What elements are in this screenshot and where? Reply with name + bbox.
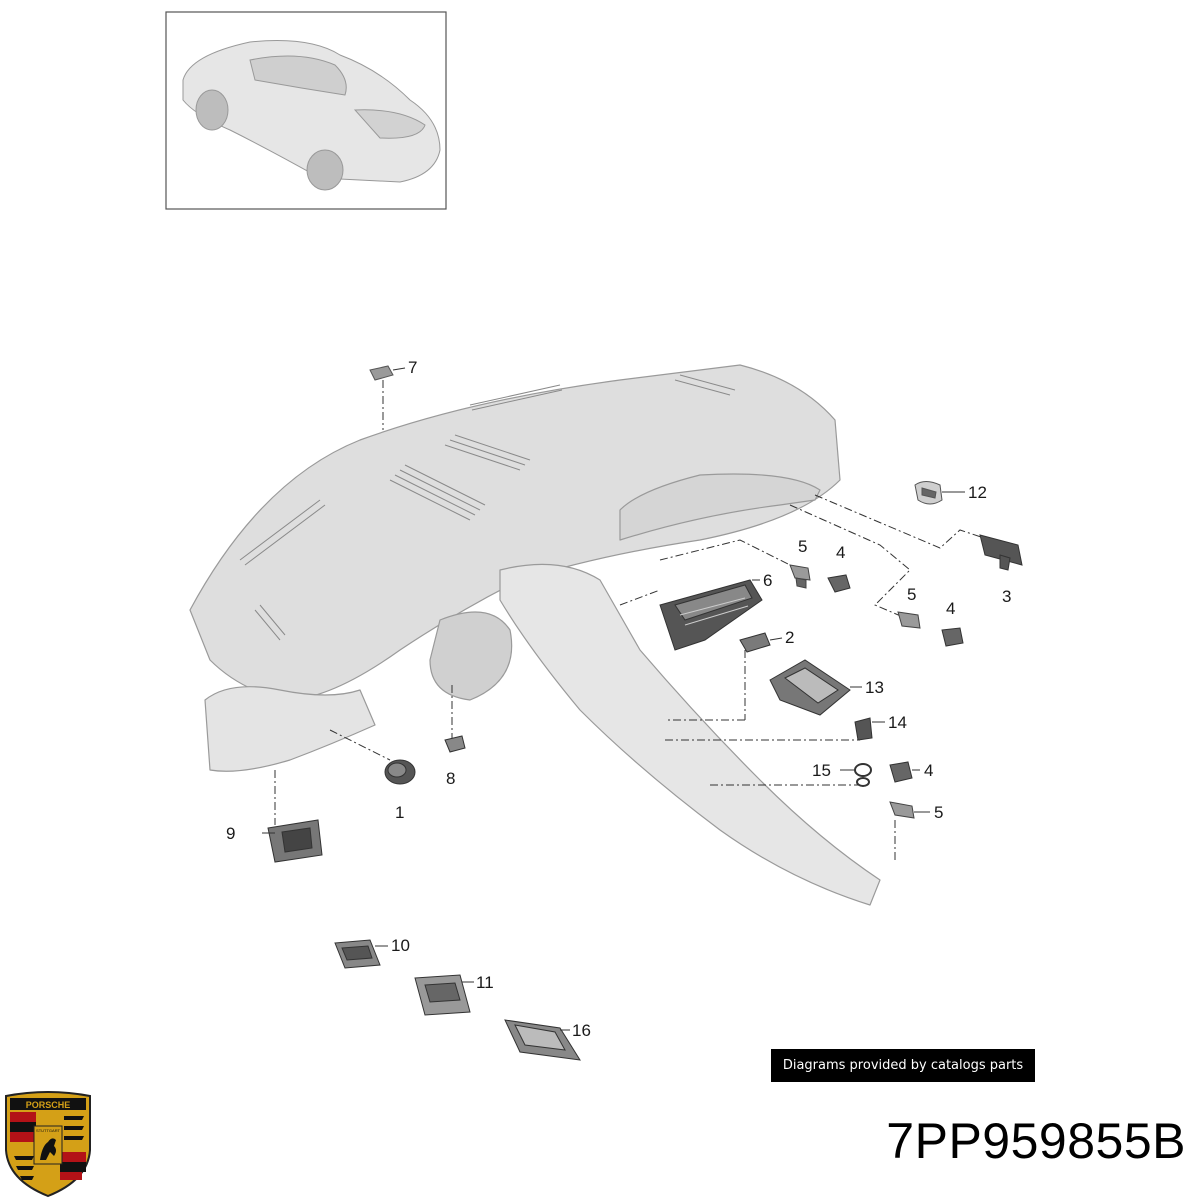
callout-8: 8 [446, 769, 455, 788]
callout-4-lower: 4 [924, 761, 933, 780]
callout-4-middle: 4 [946, 599, 955, 618]
antler-shapes [14, 1116, 84, 1180]
callout-labels: 7 12 5 4 6 3 5 4 2 13 14 15 4 5 1 8 9 10… [226, 358, 1011, 1040]
part-5-lower [889, 801, 915, 819]
part-10 [334, 939, 381, 969]
callout-6: 6 [763, 571, 772, 590]
part-6-climate-control [659, 579, 763, 651]
callout-16: 16 [572, 1021, 591, 1040]
part-1-light-switch [384, 759, 416, 785]
part-4-middle [941, 627, 964, 647]
callout-2: 2 [785, 628, 794, 647]
callout-10: 10 [391, 936, 410, 955]
callout-3: 3 [1002, 587, 1011, 606]
instrument-panel [189, 364, 881, 906]
part-8 [444, 735, 466, 753]
part-5-middle [897, 611, 921, 629]
callout-5-lower: 5 [934, 803, 943, 822]
reference-car-thumbnail [165, 11, 447, 210]
part-5-upper [789, 564, 811, 589]
part-3 [979, 534, 1023, 571]
callout-ticks [262, 367, 965, 1031]
part-15 [854, 763, 872, 787]
vent-grilles [239, 374, 736, 641]
part-16 [504, 1019, 581, 1061]
part-4-upper [827, 574, 851, 593]
leader-lines [274, 380, 991, 860]
porsche-crest-icon: PORSCHE STUTTGART [5, 1091, 91, 1198]
callout-11: 11 [476, 973, 494, 992]
part-13-switch-panel [769, 659, 851, 716]
logo-city: STUTTGART [36, 1128, 60, 1133]
red-black-stripes [10, 1112, 86, 1180]
callout-9: 9 [226, 824, 235, 843]
part-2 [739, 632, 771, 653]
part-4-lower [889, 761, 913, 783]
credit-badge: Diagrams provided by catalogs parts [771, 1049, 1035, 1082]
callout-15: 15 [812, 761, 831, 780]
callout-14: 14 [888, 713, 907, 732]
callout-13: 13 [865, 678, 884, 697]
part-9 [267, 819, 323, 863]
callout-4-upper: 4 [836, 543, 845, 562]
callout-12: 12 [968, 483, 987, 502]
part-11 [414, 974, 471, 1016]
callout-5-upper: 5 [798, 537, 807, 556]
callout-5-middle: 5 [907, 585, 916, 604]
part-14 [854, 717, 873, 741]
part-number: 7PP959855B [886, 1113, 1186, 1169]
logo-wordmark: PORSCHE [26, 1100, 71, 1110]
callout-1: 1 [395, 803, 404, 822]
part-12 [914, 481, 943, 505]
callout-7: 7 [408, 358, 417, 377]
part-7 [369, 365, 394, 381]
car-icon [182, 40, 441, 191]
